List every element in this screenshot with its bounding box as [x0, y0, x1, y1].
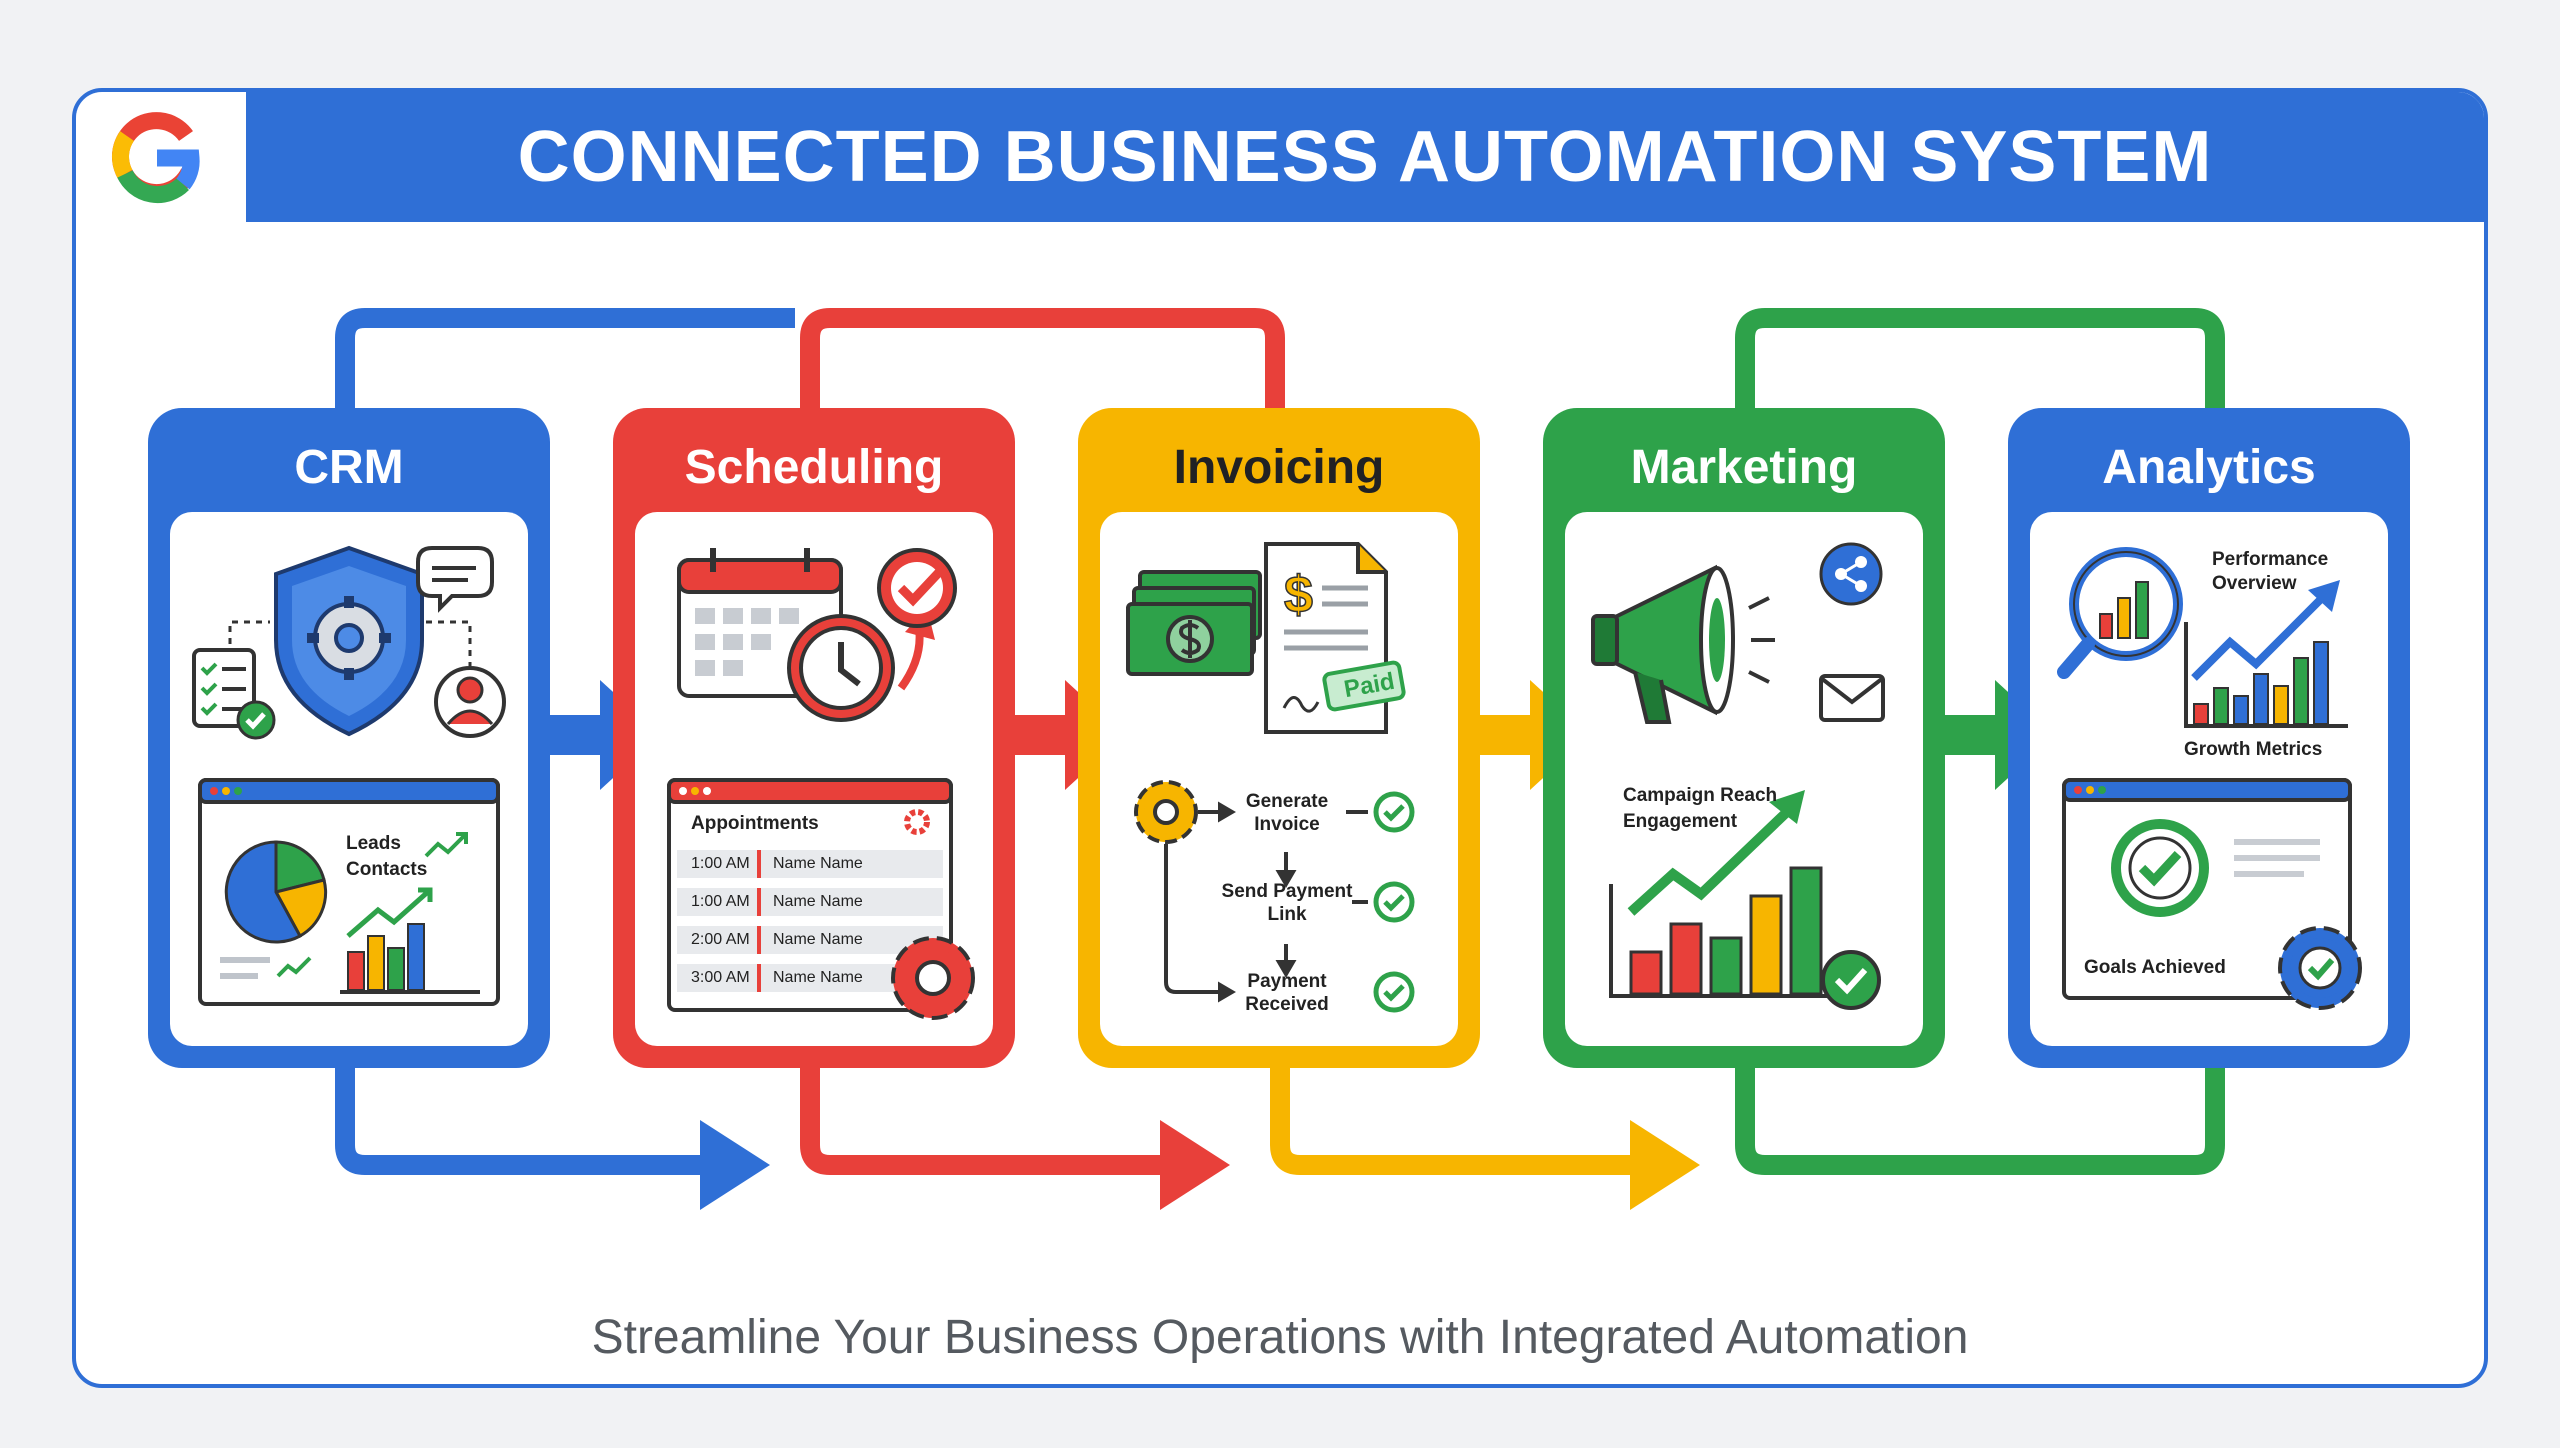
arrow-crm-to-scheduling: [545, 680, 660, 790]
step-send-payment-link: Send Payment Link: [1221, 881, 1353, 925]
stage-panel: Performance Overview Growth Metrics Goal…: [2030, 512, 2388, 1046]
appointment-name: Name Name: [773, 931, 863, 948]
stage-panel: $: [1100, 512, 1458, 1046]
connector-top-red: [800, 308, 1285, 420]
step-generate-invoice: Generate Invoice: [1245, 791, 1329, 835]
checklist-icon: [192, 648, 276, 740]
small-gear-icon: [904, 809, 930, 835]
megaphone-icon: [1591, 564, 1775, 724]
appointment-name: Name Name: [773, 893, 863, 910]
header-bar: CONNECTED BUSINESS AUTOMATION SYSTEM: [76, 92, 2484, 222]
stage-card-marketing: Marketing: [1543, 408, 1945, 1068]
step-payment-received: Payment Received: [1245, 971, 1329, 1015]
connector-bottom-red: [800, 1060, 1170, 1175]
appointment-time: 3:00 AM: [691, 969, 750, 986]
label-growth-metrics: Growth Metrics: [2184, 739, 2323, 760]
connector-bottom-blue: [335, 1060, 710, 1175]
gear-check-icon: [2278, 926, 2362, 1010]
label-performance: Performance: [2212, 549, 2329, 570]
label-engagement: Engagement: [1623, 811, 1738, 832]
bar-chart-icon: [340, 887, 480, 994]
clock-icon: [787, 608, 935, 722]
stage-card-crm: CRM: [148, 408, 550, 1068]
stage-title: Analytics: [2102, 441, 2316, 494]
appointment-time: 2:00 AM: [691, 931, 750, 948]
connector-bottom-green: [1735, 1060, 2225, 1175]
svg-text:$: $: [1284, 566, 1313, 624]
stage-card-analytics: Analytics: [2008, 408, 2410, 1068]
target-check-icon: [2111, 819, 2209, 917]
google-logo-icon: [112, 112, 200, 204]
appointment-name: Name Name: [773, 969, 863, 986]
logo-box: [76, 92, 246, 222]
page-title: CONNECTED BUSINESS AUTOMATION SYSTEM: [517, 117, 2213, 197]
label-leads: Leads: [346, 833, 401, 854]
appointment-time: 1:00 AM: [691, 855, 750, 872]
arrowhead-bottom-yellow: [1630, 1120, 1700, 1210]
arrow-scheduling-to-invoicing: [1010, 680, 1125, 790]
stage-title: Scheduling: [684, 441, 944, 494]
label-goals-achieved: Goals Achieved: [2084, 957, 2226, 978]
check-circle-icon: [1373, 791, 1415, 1013]
label-overview: Overview: [2212, 573, 2297, 594]
arrowhead-bottom-blue: [700, 1120, 770, 1210]
share-icon: [1819, 542, 1883, 606]
check-circle-icon: [877, 548, 957, 628]
stage-title: Invoicing: [1173, 441, 1385, 494]
stage-panel: Leads Contacts: [170, 512, 528, 1046]
email-icon: [1819, 674, 1885, 722]
gear-icon: [891, 936, 975, 1020]
bar-chart-icon: [2184, 580, 2348, 728]
arrow-invoicing-to-marketing: [1475, 680, 1590, 790]
connector-top-blue: [335, 308, 795, 420]
appointments-heading: Appointments: [691, 813, 819, 834]
trend-up-icon: [424, 832, 468, 858]
gear-icon: [1134, 780, 1198, 844]
stage-card-scheduling: Scheduling: [613, 408, 1015, 1068]
invoice-icon: $: [1264, 542, 1406, 734]
chat-bubble-icon: [416, 546, 494, 613]
bar-chart-icon: [1609, 790, 1865, 998]
check-circle-icon: [1821, 950, 1881, 1010]
arrow-marketing-to-analytics: [1940, 680, 2055, 790]
appointment-time: 1:00 AM: [691, 893, 750, 910]
connector-bottom-yellow: [1270, 1060, 1640, 1175]
shield-gear-icon: [274, 545, 424, 737]
stage-card-invoicing: Invoicing $: [1078, 408, 1480, 1068]
magnifier-icon: [2057, 547, 2183, 679]
stage-title: Marketing: [1630, 441, 1858, 494]
footer-tagline: Streamline Your Business Operations with…: [591, 1311, 1969, 1364]
stage-title: CRM: [294, 441, 404, 494]
user-icon: [434, 666, 506, 738]
arrowhead-bottom-red: [1160, 1120, 1230, 1210]
connector-top-green: [1735, 308, 2225, 420]
stage-panel: Appointments 1:00 AM Name Name 1:00 AM N…: [635, 512, 993, 1046]
stage-panel: Campaign Reach Engagement: [1565, 512, 1923, 1046]
appointment-name: Name Name: [773, 855, 863, 872]
label-campaign-reach: Campaign Reach: [1623, 785, 1778, 806]
money-icon: [1126, 570, 1262, 676]
pie-chart-icon: [224, 840, 328, 944]
label-contacts: Contacts: [346, 859, 428, 880]
